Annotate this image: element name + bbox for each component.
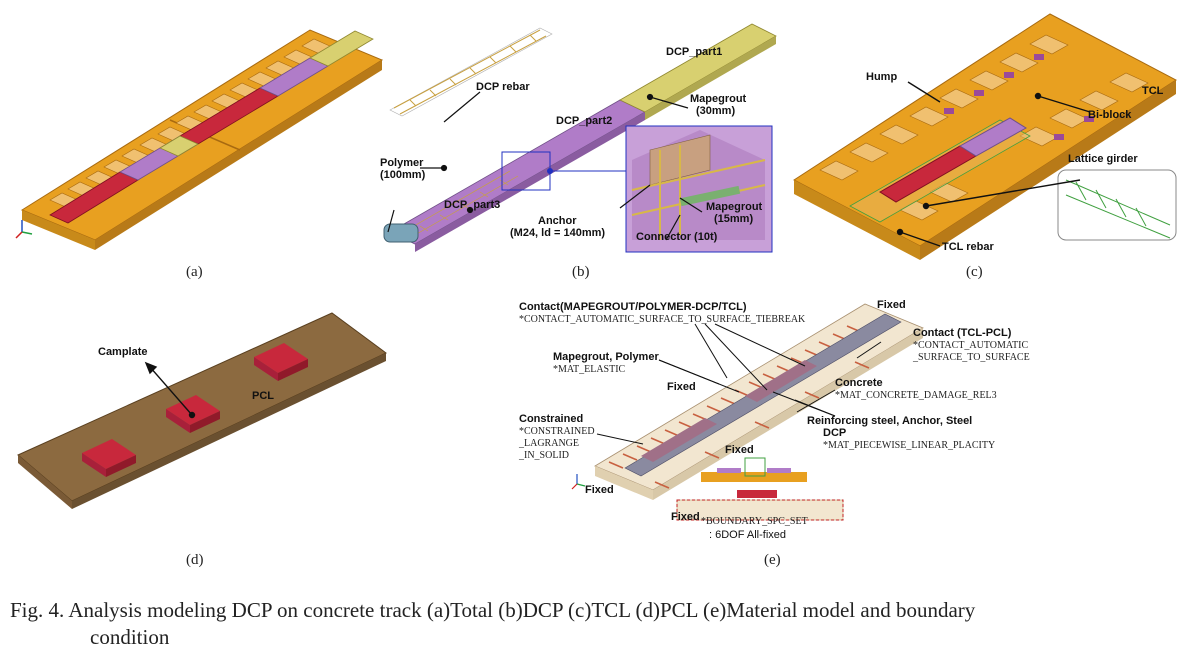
label-dcp-part2: DCP_part2	[556, 115, 612, 127]
label-mapegrout-30: Mapegrout	[690, 93, 747, 105]
label-tcl: TCL	[1142, 85, 1164, 97]
kw-piecewise-linear: *MAT_PIECEWISE_LINEAR_PLACITY	[823, 440, 995, 451]
panel-d: Camplate PCL	[10, 305, 390, 545]
label-anchor-size: (M24, ld = 140mm)	[510, 227, 605, 239]
caption-line-1: Fig. 4. Analysis modeling DCP on concret…	[10, 598, 976, 622]
panel-c-label: (c)	[966, 264, 983, 280]
kw-contact-automatic: *CONTACT_AUTOMATIC	[913, 340, 1028, 351]
label-pcl: PCL	[252, 390, 274, 402]
kw-boundary-spc: *BOUNDARY_SPC_SET	[701, 516, 808, 527]
caption-line-2: condition	[90, 625, 170, 649]
pcl-model-figure: Camplate PCL	[17, 312, 387, 509]
label-polymer-size: (100mm)	[380, 169, 426, 181]
label-mapegrout-polymer: Mapegrout, Polymer	[553, 351, 659, 363]
tcl-model-figure: Hump TCL Bi-block Lattice girder TCL reb…	[793, 13, 1177, 260]
label-mapegrout-15: Mapegrout	[706, 201, 763, 213]
panel-d-label: (d)	[186, 552, 204, 568]
label-mapegrout-30-size: (30mm)	[696, 105, 735, 117]
panel-e: Contact(MAPEGROUT/POLYMER-DCP/TCL) *CONT…	[505, 296, 1045, 552]
label-dcp-rebar: DCP rebar	[476, 81, 530, 93]
label-6dof: : 6DOF All-fixed	[709, 529, 786, 541]
label-reinforcing-steel: Reinforcing steel, Anchor, Steel	[807, 415, 972, 427]
kw-contact-tiebreak: *CONTACT_AUTOMATIC_SURFACE_TO_SURFACE_TI…	[519, 314, 806, 325]
label-fixed-mid: Fixed	[667, 381, 696, 393]
kw-concrete-damage: *MAT_CONCRETE_DAMAGE_REL3	[835, 390, 997, 401]
kw-mat-elastic: *MAT_ELASTIC	[553, 364, 626, 375]
panel-e-label: (e)	[764, 552, 781, 568]
label-bi-block: Bi-block	[1088, 109, 1132, 121]
panel-a	[10, 10, 390, 250]
label-tcl-rebar: TCL rebar	[942, 241, 994, 253]
label-lattice-girder: Lattice girder	[1068, 153, 1138, 165]
label-fixed-axis: Fixed	[585, 484, 614, 496]
dcp-model-figure: DCP_part1 DCP rebar Mapegrout (30mm) DCP…	[380, 23, 777, 253]
kw-surface-to-surface: _SURFACE_TO_SURFACE	[912, 352, 1030, 363]
panel-b-label: (b)	[572, 264, 590, 280]
label-connector: Connector (10t)	[636, 231, 718, 243]
kw-lagrange: _LAGRANGE	[518, 438, 579, 449]
label-contact-tcl-pcl: Contact (TCL-PCL)	[913, 327, 1012, 339]
material-boundary-figure: Contact(MAPEGROUT/POLYMER-DCP/TCL) *CONT…	[518, 299, 1030, 541]
label-camplate: Camplate	[98, 346, 148, 358]
label-reinforcing-dcp: DCP	[823, 427, 846, 439]
panel-a-label: (a)	[186, 264, 203, 280]
panel-c: Hump TCL Bi-block Lattice girder TCL reb…	[790, 10, 1180, 260]
label-anchor: Anchor	[538, 215, 577, 227]
kw-constrained: *CONSTRAINED	[519, 426, 595, 437]
axis-triad-icon	[571, 474, 586, 490]
label-fixed-top: Fixed	[877, 299, 906, 311]
label-fixed-section: Fixed	[671, 511, 700, 523]
kw-in-solid: _IN_SOLID	[518, 450, 569, 461]
label-mapegrout-15-size: (15mm)	[714, 213, 753, 225]
label-concrete: Concrete	[835, 377, 883, 389]
axis-triad-icon	[15, 220, 33, 239]
panel-b: DCP_part1 DCP rebar Mapegrout (30mm) DCP…	[380, 10, 780, 260]
figure-caption: Fig. 4. Analysis modeling DCP on concret…	[10, 597, 1175, 651]
label-polymer: Polymer	[380, 157, 424, 169]
label-dcp-part1: DCP_part1	[666, 46, 722, 58]
label-dcp-part3: DCP_part3	[444, 199, 500, 211]
label-fixed-bottom: Fixed	[725, 444, 754, 456]
label-hump: Hump	[866, 71, 897, 83]
label-contact-tiebreak: Contact(MAPEGROUT/POLYMER-DCP/TCL)	[519, 301, 747, 313]
total-model-figure	[15, 29, 384, 250]
label-constrained: Constrained	[519, 413, 583, 425]
